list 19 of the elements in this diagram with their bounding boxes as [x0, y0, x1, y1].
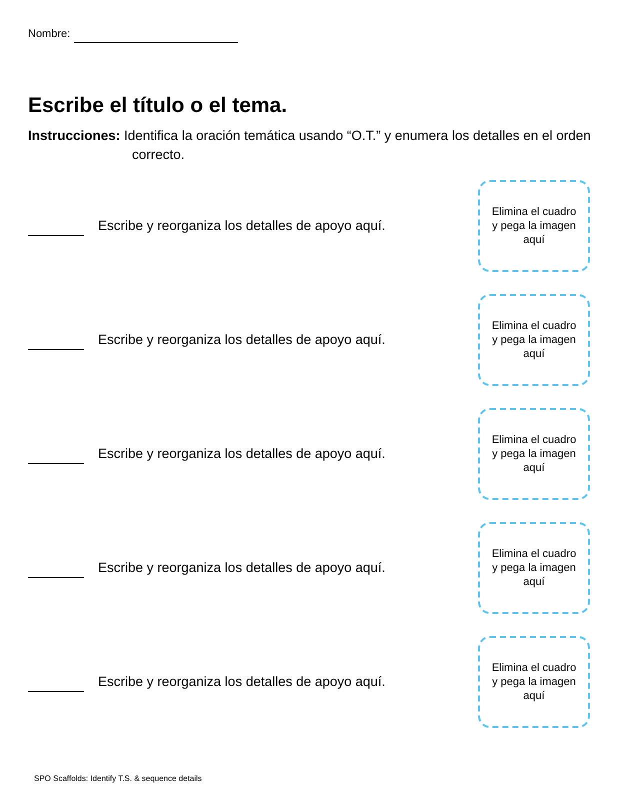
placeholder-text: Elimina el cuadro y pega la imagen aquí: [490, 433, 578, 475]
instruction-text: Escribe y reorganiza los detalles de apoyo aquí.: [98, 559, 386, 577]
title: Escribe el título o el tema.: [28, 93, 288, 119]
placeholder-text: Elimina el cuadro y pega la imagen aquí: [490, 547, 578, 589]
image-placeholder-box: [478, 180, 590, 272]
footer-text: SPO Scaffolds: Identify T.S. & sequence details: [34, 773, 202, 785]
instruction-text: Escribe y reorganiza los detalles de apoyo aquí.: [98, 331, 386, 349]
placeholder-text: Elimina el cuadro y pega la imagen aquí: [490, 205, 578, 247]
instruction-text: Escribe y reorganiza los detalles de apoyo aquí.: [98, 673, 386, 691]
placeholder-text: Elimina el cuadro y pega la imagen aquí: [490, 319, 578, 361]
placeholder-text: Elimina el cuadro y pega la imagen aquí: [490, 661, 578, 703]
field-label: Nombre:: [28, 27, 70, 42]
image-placeholder-box: [478, 636, 590, 728]
instruction-text: Escribe y reorganiza los detalles de apoyo aquí.: [98, 445, 386, 463]
image-placeholder-box: [478, 408, 590, 500]
image-placeholder-box: [478, 294, 590, 386]
instructions: Instrucciones: Identifica la oración temática usando “O.T.” y enumera los detalles en el orden correcto.: [28, 127, 592, 164]
instruction-text: Escribe y reorganiza los detalles de apoyo aquí.: [98, 217, 386, 235]
image-placeholder-box: [478, 522, 590, 614]
